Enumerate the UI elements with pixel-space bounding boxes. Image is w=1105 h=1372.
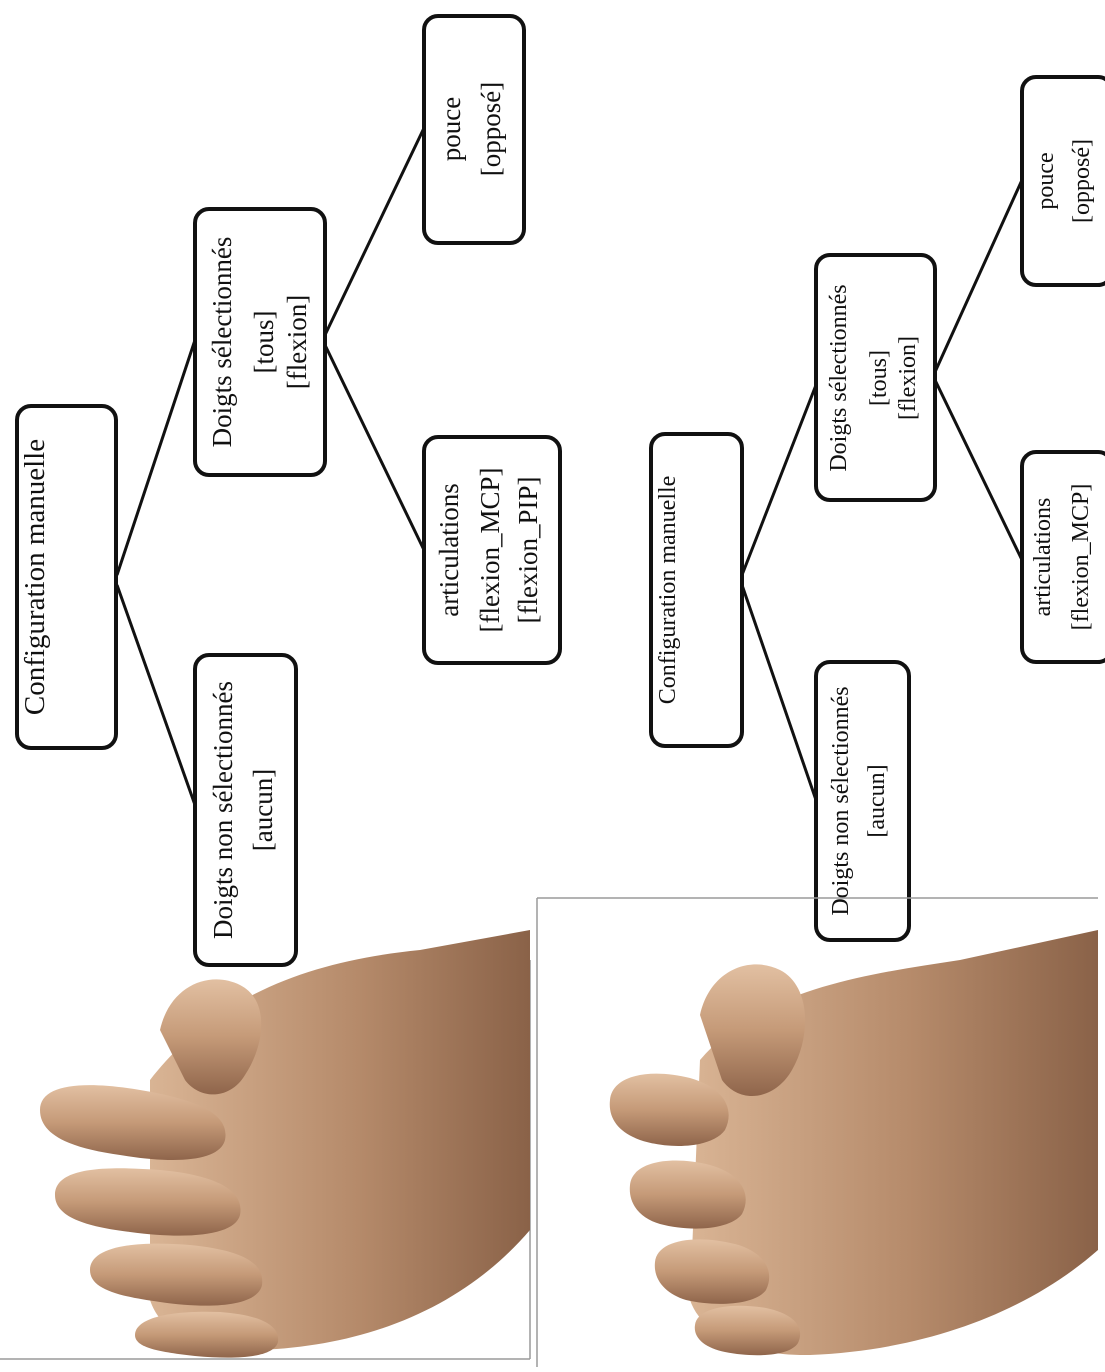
unselected-fingers-title: Doigts non sélectionnés: [208, 681, 238, 939]
edge-selected-thumb: [323, 127, 426, 336]
hand-image-left: [0, 930, 531, 1360]
unselected-fingers-line-1: [aucun]: [248, 769, 278, 851]
tree-right: Configuration manuelle Doigts sélectionn…: [649, 75, 1105, 942]
root-node-2: Configuration manuelle: [649, 432, 744, 748]
joints-line-2: [flexion_PIP]: [513, 477, 543, 624]
unselected-fingers-title-2: Doigts non sélectionnés: [828, 686, 854, 915]
selected-fingers-line-1-2: [tous]: [866, 350, 892, 406]
thumb-title-2: pouce: [1033, 152, 1059, 209]
edge-root-selected: [115, 339, 197, 576]
unselected-fingers-node-2: Doigts non sélectionnés [aucun]: [814, 660, 911, 942]
thumb-node-2: pouce [opposé]: [1020, 75, 1105, 287]
thumb-line-1-2: [opposé]: [1069, 139, 1095, 223]
root-node: Configuration manuelle: [15, 404, 118, 750]
selected-fingers-line-1: [tous]: [249, 311, 279, 374]
selected-fingers-title: Doigts sélectionnés: [207, 237, 237, 448]
hand-image-right: [536, 897, 1098, 1367]
joints-line-1-2: [flexion_MCP]: [1068, 484, 1094, 631]
joints-line-1: [flexion_MCP]: [475, 468, 505, 633]
selected-fingers-title-2: Doigts sélectionnés: [826, 284, 852, 471]
selected-fingers-line-2-2: [flexion]: [895, 336, 921, 420]
selected-fingers-node: Doigts sélectionnés [tous] [flexion]: [193, 207, 327, 477]
joints-title-2: articulations: [1030, 498, 1056, 617]
edge-root-unselected-2: [740, 584, 818, 801]
joints-title: articulations: [434, 483, 464, 616]
edge-root-selected-2: [740, 384, 818, 576]
unselected-fingers-line-1-2: [aucun]: [864, 764, 890, 837]
joints-node: articulations [flexion_MCP] [flexion_PIP…: [422, 435, 562, 665]
root-label: Configuration manuelle: [19, 439, 51, 715]
root-label-2: Configuration manuelle: [655, 476, 681, 705]
edge-selected-thumb-2: [933, 179, 1024, 373]
selected-fingers-node-2: Doigts sélectionnés [tous] [flexion]: [814, 253, 937, 502]
thumb-line-1: [opposé]: [476, 82, 506, 176]
edge-selected-joints-2: [933, 379, 1024, 561]
tree-left: Configuration manuelle Doigts sélectionn…: [15, 14, 562, 967]
joints-node-2: articulations [flexion_MCP]: [1020, 450, 1105, 664]
edge-selected-joints: [323, 344, 426, 551]
thumb-node: pouce [opposé]: [422, 14, 526, 245]
unselected-fingers-node: Doigts non sélectionnés [aucun]: [193, 653, 298, 967]
edge-root-unselected: [115, 584, 197, 806]
thumb-title: pouce: [436, 97, 466, 161]
selected-fingers-line-2: [flexion]: [282, 295, 312, 389]
